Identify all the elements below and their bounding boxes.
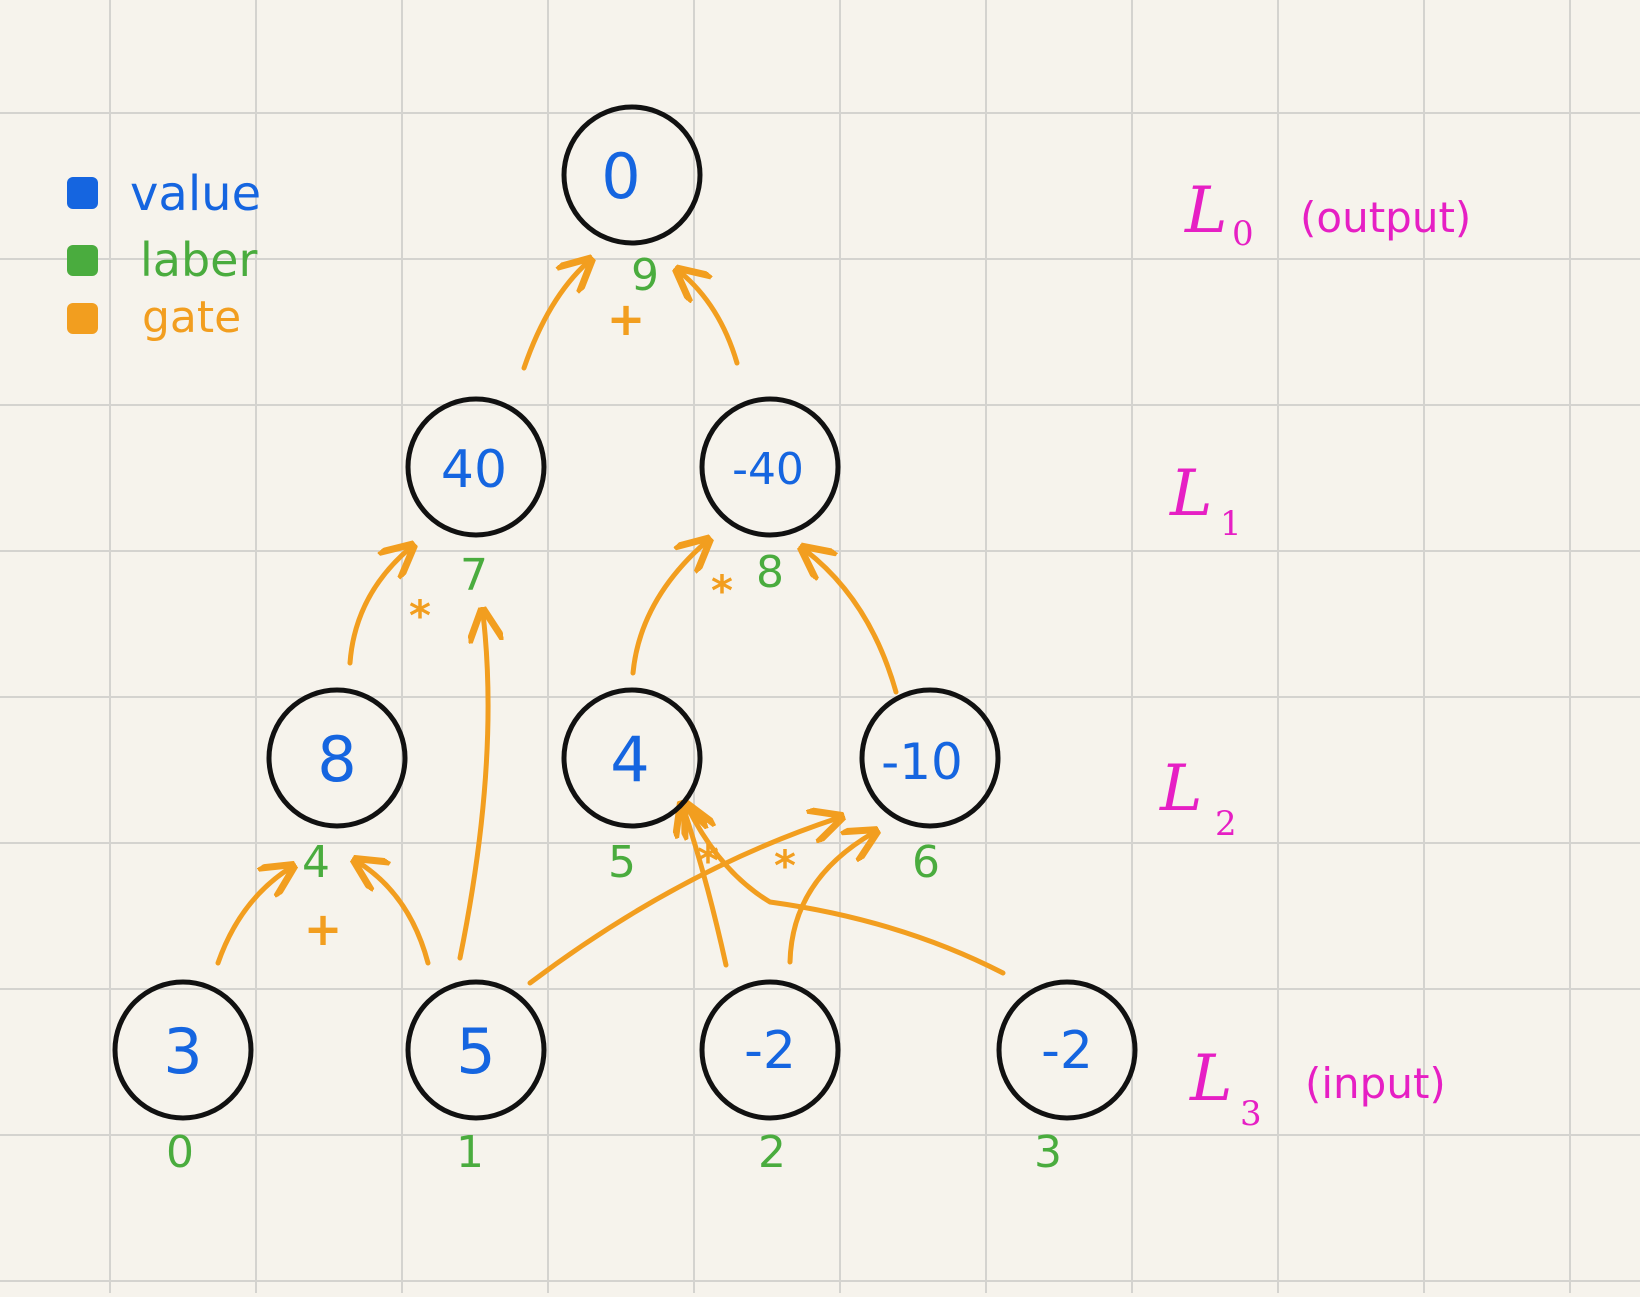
node-value: 5 bbox=[456, 1015, 495, 1088]
node-n3: -2 3 bbox=[996, 979, 1138, 1178]
edge-n6-n8 bbox=[805, 550, 899, 695]
legend-text-label: laber bbox=[140, 233, 257, 287]
node-value: -2 bbox=[1041, 1021, 1093, 1081]
gate-op-n6: * bbox=[774, 841, 796, 890]
node-label: 4 bbox=[302, 837, 330, 888]
svg-text:0: 0 bbox=[1232, 214, 1254, 254]
node-n1: 5 1 bbox=[405, 979, 547, 1178]
edge-n2-n6 bbox=[787, 833, 873, 965]
node-value: 3 bbox=[163, 1015, 202, 1088]
node-label: 0 bbox=[166, 1127, 194, 1178]
node-n6: -10 6 bbox=[859, 687, 1001, 888]
legend-item-gate: gate bbox=[67, 292, 241, 343]
edge-n1-n7 bbox=[457, 614, 488, 961]
node-value: 40 bbox=[441, 440, 507, 500]
node-n9: 0 9 bbox=[561, 104, 703, 301]
gate-op-n8: * bbox=[711, 566, 733, 615]
svg-text:(output): (output) bbox=[1300, 193, 1471, 242]
node-value: 8 bbox=[317, 723, 356, 796]
legend-swatch-label bbox=[67, 245, 98, 276]
legend-swatch-gate bbox=[67, 303, 98, 334]
layer-labels: L 0 (output) L 1 L 2 L 3 (input) bbox=[1159, 174, 1471, 1134]
edge-n4-n7 bbox=[347, 548, 410, 666]
node-n5: 4 5 bbox=[561, 687, 703, 888]
node-label: 2 bbox=[758, 1127, 786, 1178]
svg-text:(input): (input) bbox=[1305, 1059, 1446, 1108]
gate-op-n9: + bbox=[607, 292, 646, 346]
node-n2: -2 2 bbox=[699, 979, 841, 1178]
gate-op-n4: + bbox=[304, 902, 343, 956]
edge-n8-n9 bbox=[680, 272, 740, 366]
edges bbox=[215, 262, 1006, 986]
nodes: 3 0 5 1 -2 2 -2 3 8 4 4 5 bbox=[112, 104, 1138, 1178]
node-label: 6 bbox=[912, 837, 940, 888]
gate-op-n7: * bbox=[409, 591, 431, 640]
node-value: -10 bbox=[881, 733, 963, 791]
edge-n5-n8 bbox=[630, 542, 706, 676]
layer-label-l3: L 3 (input) bbox=[1189, 1042, 1446, 1134]
node-label: 9 bbox=[631, 250, 659, 301]
node-n8: -40 8 bbox=[699, 396, 841, 598]
node-value: 0 bbox=[601, 140, 640, 213]
legend: value laber gate bbox=[67, 166, 261, 343]
legend-item-value: value bbox=[67, 166, 261, 222]
node-n7: 40 7 bbox=[405, 396, 547, 601]
svg-text:L: L bbox=[1169, 457, 1213, 531]
svg-text:L: L bbox=[1159, 752, 1203, 826]
legend-swatch-value bbox=[67, 177, 98, 209]
node-label: 8 bbox=[756, 547, 784, 598]
node-value: -2 bbox=[744, 1021, 796, 1081]
layer-label-l1: L 1 bbox=[1169, 457, 1242, 544]
node-label: 7 bbox=[460, 550, 488, 601]
node-label: 1 bbox=[456, 1127, 484, 1178]
layer-label-l0: L 0 (output) bbox=[1184, 174, 1471, 254]
gate-operators: + * * * * + bbox=[304, 292, 796, 956]
edge-n1-n6 bbox=[527, 818, 838, 986]
svg-text:3: 3 bbox=[1240, 1094, 1262, 1134]
edge-n7-n9 bbox=[521, 262, 588, 371]
legend-text-value: value bbox=[130, 166, 261, 222]
svg-text:L: L bbox=[1189, 1042, 1233, 1116]
legend-item-label: laber bbox=[67, 233, 257, 287]
node-label: 3 bbox=[1034, 1127, 1062, 1178]
legend-text-gate: gate bbox=[142, 292, 241, 343]
edge-n1-n4 bbox=[358, 862, 431, 966]
node-n0: 3 0 bbox=[112, 979, 254, 1178]
edge-n2-n5 bbox=[683, 807, 729, 968]
node-label: 5 bbox=[608, 837, 636, 888]
svg-text:1: 1 bbox=[1220, 504, 1242, 544]
edge-n0-n4 bbox=[215, 868, 290, 966]
node-value: -40 bbox=[732, 444, 804, 495]
layer-label-l2: L 2 bbox=[1159, 752, 1237, 844]
node-value: 4 bbox=[610, 723, 649, 796]
svg-text:L: L bbox=[1184, 174, 1228, 248]
svg-text:2: 2 bbox=[1215, 804, 1237, 844]
gate-op-n5: * bbox=[697, 836, 719, 885]
edge-n3-n5 bbox=[688, 808, 1006, 976]
node-n4: 8 4 bbox=[266, 687, 408, 888]
